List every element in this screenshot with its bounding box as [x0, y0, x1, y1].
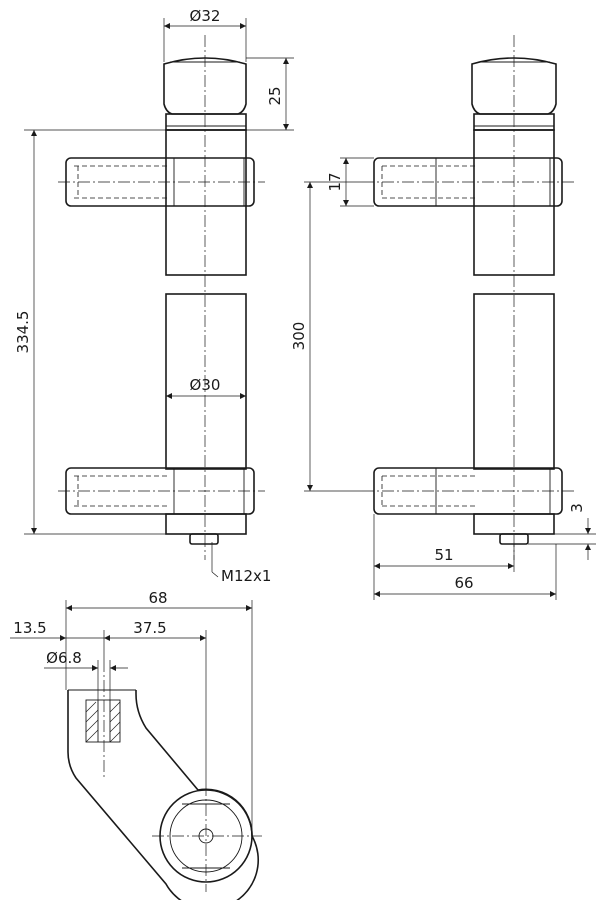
label-bore-to-axis: 37.5	[133, 619, 166, 637]
side-knob	[471, 57, 557, 115]
front-view	[58, 35, 265, 560]
thread-stud	[189, 533, 219, 545]
bore-hatch	[85, 701, 121, 743]
dim-knob-height: 25	[246, 57, 294, 131]
upper-tube	[165, 129, 247, 276]
side-lower-tube	[473, 293, 555, 470]
knob	[163, 57, 247, 115]
label-overall-length: 334.5	[14, 311, 32, 354]
label-knob-height: 25	[266, 86, 284, 105]
dim-arm-length: 66	[374, 544, 557, 600]
dim-stub-length: 3	[528, 503, 596, 560]
dim-knob-diameter: Ø32	[163, 7, 247, 62]
dim-overall-length: 334.5	[14, 129, 166, 535]
collar	[165, 113, 247, 131]
label-stub-length: 3	[568, 503, 586, 513]
side-view	[362, 35, 575, 560]
dim-tube-diameter: Ø30	[166, 376, 246, 399]
dim-center-distance: 300	[290, 181, 362, 492]
bottom-end	[165, 513, 247, 535]
label-center-distance: 300	[290, 322, 308, 351]
label-tube-diameter: Ø30	[190, 376, 221, 394]
lower-tube	[165, 293, 247, 470]
dim-arm-offset: 51	[373, 514, 515, 600]
top-view	[67, 660, 262, 900]
dim-overall-width: 68	[65, 589, 253, 836]
dim-thread: M12x1	[211, 542, 271, 585]
label-bore-offset: 13.5	[13, 619, 46, 637]
label-thread: M12x1	[221, 567, 271, 585]
bore	[85, 699, 121, 743]
label-bore-diameter: Ø6.8	[46, 649, 82, 667]
dim-bore-diameter: Ø6.8	[44, 649, 128, 700]
dim-bore-offset: 13.5	[10, 619, 207, 784]
label-overall-width: 68	[148, 589, 167, 607]
arm-profile	[67, 690, 259, 900]
label-arm-offset: 51	[434, 546, 453, 564]
label-knob-diameter: Ø32	[190, 7, 221, 25]
dim-bore-to-axis: 37.5	[104, 619, 206, 641]
label-arm-length: 66	[454, 574, 473, 592]
